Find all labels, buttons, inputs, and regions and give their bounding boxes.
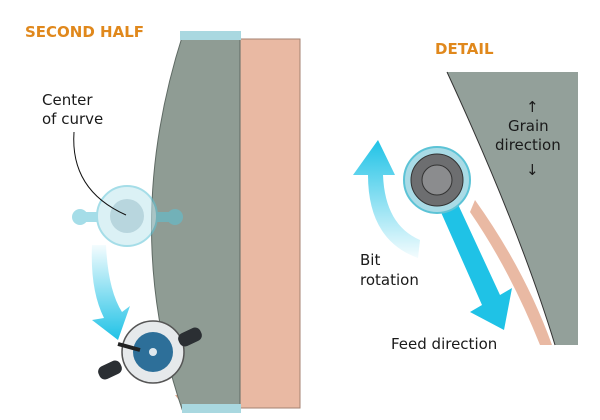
template-bottom-edge [182, 404, 241, 413]
router-end-position [98, 320, 202, 384]
template-body [151, 33, 241, 413]
heading-detail: DETAIL [435, 40, 494, 58]
feed-direction-arrow [440, 200, 512, 330]
label-center-line1: Center [42, 91, 93, 109]
detail-template [447, 72, 578, 345]
label-feed-direction: Feed direction [391, 335, 497, 353]
grain-down-arrow-icon: ↓ [526, 161, 539, 179]
label-grain-line1: Grain [508, 117, 549, 135]
label-center-line2: of curve [42, 110, 103, 128]
bit-rotation-arrow [353, 140, 420, 258]
router-bit [403, 146, 471, 214]
swing-arrow [91, 245, 130, 340]
grain-up-arrow-icon: ↑ [526, 98, 539, 116]
label-bit-line2: rotation [360, 271, 419, 289]
detail-workpiece-strip [470, 200, 552, 345]
center-leader-line [73, 131, 127, 216]
label-grain-line2: direction [495, 136, 561, 154]
heading-second-half: SECOND HALF [25, 23, 144, 41]
router-start-position [72, 185, 183, 247]
workpiece-board [239, 38, 301, 409]
template-top-edge [180, 31, 241, 40]
label-bit-line1: Bit [360, 251, 380, 269]
detail-edge-line [446, 71, 556, 346]
